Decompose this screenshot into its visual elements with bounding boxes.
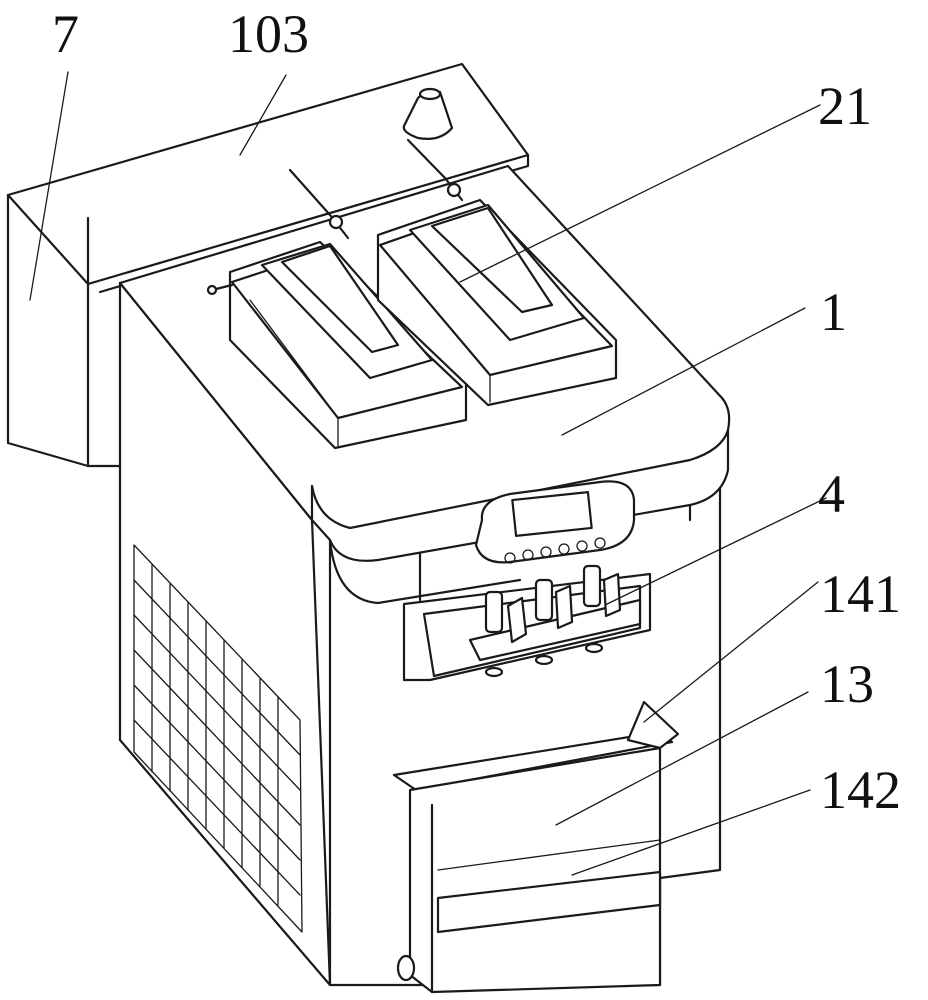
leader-lines [29, 71, 827, 876]
leader-103 [239, 74, 287, 156]
hopper-right [376, 198, 618, 407]
rods [206, 87, 464, 296]
leader-1 [561, 307, 806, 436]
leader-142 [571, 789, 811, 876]
leader-141 [643, 581, 819, 723]
leader-4 [604, 497, 827, 606]
hopper-left [228, 240, 468, 450]
callout-7: 7 [52, 4, 79, 64]
dispenser [402, 564, 652, 682]
leader-21 [459, 104, 821, 283]
callout-labels: 7 103 21 1 4 141 13 142 [52, 4, 901, 820]
callout-13: 13 [820, 654, 874, 714]
control-panel [474, 480, 636, 564]
leader-7 [29, 71, 69, 301]
drip-tray [392, 700, 680, 994]
callout-1: 1 [820, 282, 847, 342]
callout-4: 4 [818, 464, 845, 524]
callout-103: 103 [228, 4, 309, 64]
callout-141: 141 [820, 564, 901, 624]
callout-21: 21 [818, 76, 872, 136]
vent-grille [133, 544, 303, 933]
leader-13 [555, 691, 809, 826]
callout-142: 142 [820, 760, 901, 820]
